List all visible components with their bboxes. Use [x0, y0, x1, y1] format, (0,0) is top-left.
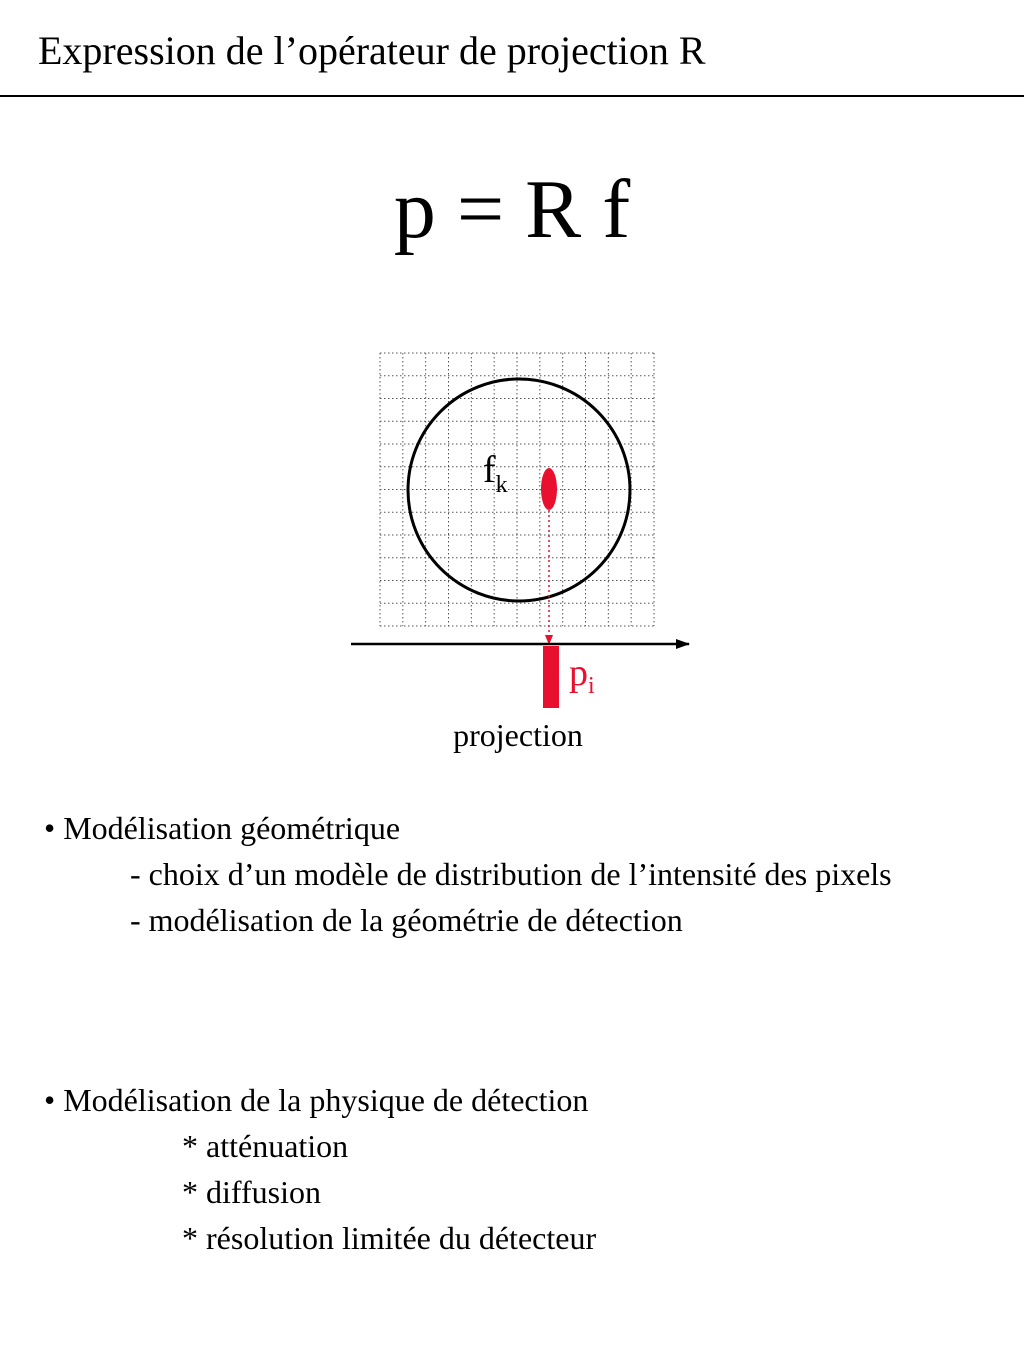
- section-item: * résolution limitée du détecteur: [182, 1220, 597, 1256]
- object-circle: [406, 377, 632, 603]
- slide-title: Expression de l’opérateur de projection …: [38, 28, 706, 73]
- section-geometric: • Modélisation géométrique - choix d’un …: [44, 805, 984, 943]
- projection-diagram: fk pi projection: [351, 352, 690, 753]
- section-heading: • Modélisation géométrique: [44, 810, 401, 846]
- axis-caption: projection: [453, 717, 583, 753]
- equation: p = R f: [393, 163, 631, 256]
- section-item: - choix d’un modèle de distribution de l…: [130, 856, 892, 892]
- section-item: * diffusion: [182, 1174, 321, 1210]
- section-item: * atténuation: [182, 1128, 349, 1164]
- section-item: - modélisation de la géométrie de détect…: [130, 902, 683, 938]
- section-heading: • Modélisation de la physique de détecti…: [44, 1082, 589, 1118]
- title-divider: [0, 95, 1024, 97]
- projection-bar: [543, 646, 559, 708]
- voxel-marker: [541, 468, 557, 510]
- voxel-label: fk: [483, 449, 508, 498]
- pixel-grid: [379, 352, 655, 627]
- projection-label: pi: [569, 652, 595, 699]
- section-physics: • Modélisation de la physique de détecti…: [44, 1077, 984, 1261]
